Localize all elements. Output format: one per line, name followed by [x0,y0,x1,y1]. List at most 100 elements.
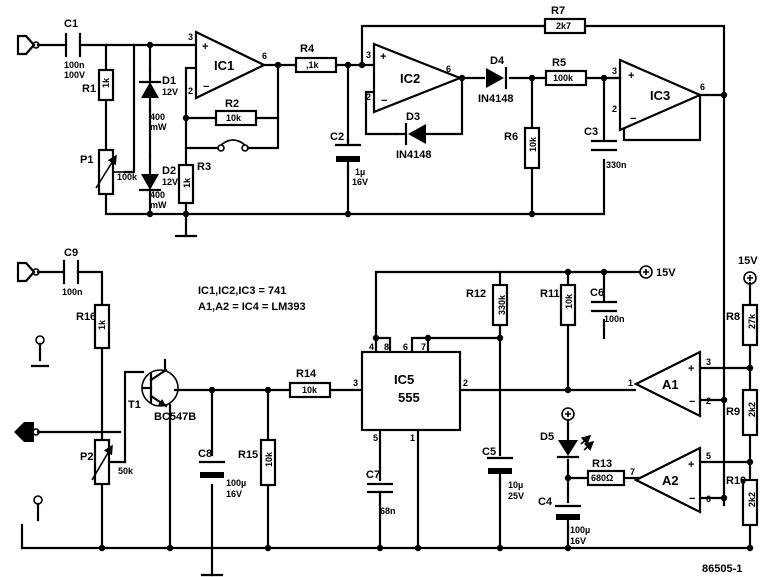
output-terminal [14,422,40,442]
c4-val2: 16V [570,536,586,546]
zener-d1: D1 12V 400 mW [138,68,178,132]
c4-val1: 100µ [570,525,590,535]
svg-text:8: 8 [384,342,389,352]
c4-ref: C4 [538,496,553,508]
svg-text:−: − [630,113,636,125]
svg-text:−: − [203,81,209,93]
t1-val: BC547B [154,411,196,423]
resistor-r2: 10k R2 [214,98,258,127]
d3-ref: D3 [406,111,420,123]
r7-ref: R7 [551,5,565,17]
note-741: IC1,IC2,IC3 = 741 [198,285,286,297]
svg-text:5: 5 [706,451,711,461]
svg-text:3: 3 [188,32,193,42]
r16-val: 1k [97,319,107,330]
capacitor-c6: C6 100n [590,287,625,324]
resistor-r11: 10k R11 [540,283,577,327]
c9-val: 100n [62,287,83,297]
resistor-r16: 1k R16 [76,303,111,350]
potentiometer-p1: P1 100k [80,148,138,196]
c1-val1: 100n [64,60,85,70]
top-wiring [36,24,726,507]
d2-ref: D2 [162,165,176,177]
svg-text:7: 7 [421,342,426,352]
c6-val: 100n [604,314,625,324]
input-terminal-top [16,34,40,56]
capacitor-c5: C5 10µ 25V [482,446,524,501]
svg-text:3: 3 [366,50,371,60]
supply-terminal-right: 15V [738,255,758,285]
c1-val2: 100V [64,70,85,80]
resistor-r12: 330k R12 [466,283,509,327]
p2-val: 50k [118,466,134,476]
c9-ref: C9 [64,247,78,259]
d1-p1: 400 [150,112,165,122]
c5-val1: 10µ [508,480,523,490]
opamp-ic2: IC2 + − 3 2 6 [366,42,463,114]
r14-val: 10k [302,385,318,395]
svg-text:6: 6 [262,51,267,61]
ic3-ref: IC3 [650,88,670,103]
svg-text:+: + [688,363,694,375]
svg-text:2: 2 [706,396,711,406]
r4-ref: R4 [300,43,315,55]
supply-terminal-led [561,407,575,421]
supply-terminal-main: 15V [639,265,676,279]
capacitor-c3: C3 330n [584,126,627,170]
opamp-ic1: IC1 + − 3 2 6 [188,30,267,100]
r8-val: 27k [747,313,757,329]
r12-ref: R12 [466,288,486,300]
d2-p1: 400 [150,190,165,200]
diode-d4: D4 IN4148 [478,55,513,105]
r2-val: 10k [226,113,242,123]
d2-v: 12V [162,177,178,187]
r13-val: 680Ω [591,473,613,483]
supply-label-main: 15V [656,267,676,279]
junction-dots [98,41,754,552]
resistor-r5: 100k R5 [544,57,588,87]
terminals: 15V 15V [14,34,758,577]
c2-val1: 1µ [355,167,365,177]
svg-text:2: 2 [188,86,193,96]
r11-ref: R11 [540,288,560,300]
svg-text:1: 1 [628,378,633,388]
svg-text:+: + [688,459,694,471]
svg-text:3: 3 [612,66,617,76]
r13-ref: R13 [592,458,612,470]
timer-ic5: IC5 555 4 8 6 7 3 2 5 1 [353,342,468,443]
svg-text:4: 4 [369,342,374,352]
d3-val: IN4148 [396,149,431,161]
ic-notes: IC1,IC2,IC3 = 741 A1,A2 = IC4 = LM393 [198,285,306,313]
ic5-ref: IC5 [394,372,414,387]
r1-val: 1k [101,77,111,88]
r10-ref: R10 [726,475,746,487]
svg-text:1: 1 [410,433,415,443]
jumper-link [217,139,249,152]
r6-val: 10k [528,136,538,152]
resistor-r14: 10k R14 [288,368,332,399]
resistor-r15: 10k R15 [238,438,277,487]
svg-text:2: 2 [366,92,371,102]
svg-text:3: 3 [353,378,358,388]
comparator-a2: A2 + − 5 6 7 [630,446,711,514]
r11-val: 10k [564,293,574,309]
capacitor-c1: C1 100n 100V [64,18,85,80]
c7-val: 68n [380,506,396,516]
r9-val: 2k2 [747,402,757,417]
r12-val: 330k [497,294,507,315]
d4-ref: D4 [490,55,505,67]
c2-ref: C2 [330,131,344,143]
capacitor-c7: C7 68n [366,469,396,516]
note-lm393: A1,A2 = IC4 = LM393 [198,301,306,313]
resistor-r9: 2k2 R9 [726,388,759,437]
c8-ref: C8 [198,448,212,460]
r9-ref: R9 [726,406,740,418]
r6-ref: R6 [504,131,518,143]
r1-ref: R1 [82,83,96,95]
resistor-r4: ,1k R4 [294,43,338,74]
led-d5: D5 [540,431,595,459]
t1-ref: T1 [128,399,141,411]
capacitor-c8: C8 100µ 16V [198,448,246,499]
p1-val: 100k [117,172,138,182]
